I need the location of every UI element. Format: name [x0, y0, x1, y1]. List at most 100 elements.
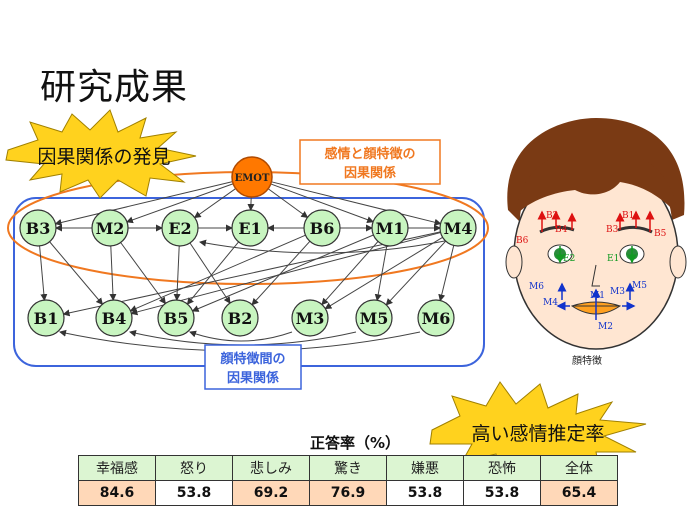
causal-edge [39, 245, 48, 302]
table-value-cell: 53.8 [386, 480, 464, 506]
table-value-cell: 84.6 [78, 480, 156, 506]
causal-edge [267, 188, 309, 218]
table-header-cell: 全体 [540, 455, 618, 481]
node-b4-lower: B4 [95, 299, 133, 337]
svg-text:M4: M4 [543, 298, 558, 308]
causal-edge [49, 241, 104, 306]
face-caption: 顔特徴 [572, 354, 602, 367]
svg-text:E2: E2 [563, 254, 575, 264]
table-header-cell: 嫌悪 [386, 455, 464, 481]
slide-title: 研究成果 [40, 67, 189, 108]
svg-text:B4: B4 [555, 225, 568, 235]
svg-text:B5: B5 [654, 229, 667, 239]
svg-text:因果関係: 因果関係 [227, 370, 279, 386]
node-b3: B3 [19, 209, 57, 247]
emot-node: EMOT [231, 156, 273, 198]
svg-text:B4: B4 [102, 309, 127, 328]
causal-edge [125, 183, 234, 224]
svg-text:高い感情推定率: 高い感情推定率 [471, 423, 604, 445]
causal-edge [54, 181, 233, 226]
causal-edge [321, 241, 379, 306]
svg-text:M4: M4 [444, 219, 473, 238]
table-header-row: 幸福感 怒り 悲しみ 驚き 嫌悪 恐怖 全体 [78, 455, 618, 481]
svg-text:M2: M2 [598, 322, 613, 332]
causal-edge [109, 245, 117, 302]
svg-text:B1: B1 [622, 211, 634, 221]
table-value-cell: 69.2 [232, 480, 310, 506]
node-m3-lower: M3 [291, 299, 329, 337]
svg-text:B3: B3 [26, 219, 51, 238]
svg-text:M6: M6 [422, 309, 451, 328]
face-illustration: B2 B4 B6 B1 B3 B5 E2 E1 M6 M4 M1 M3 M5 M… [505, 118, 687, 350]
node-e1: E1 [231, 209, 269, 247]
table-header-cell: 恐怖 [463, 455, 541, 481]
causal-edge [199, 239, 451, 254]
causal-edge [193, 188, 236, 219]
table-value-cell: 76.9 [309, 480, 387, 506]
table-value-cell: 53.8 [463, 480, 541, 506]
svg-text:B1: B1 [34, 309, 59, 328]
face-face-callout: 顔特徴間の 因果関係 [204, 344, 302, 390]
causal-edge [173, 245, 181, 302]
emotion-face-callout: 感情と顔特徴の 因果関係 [299, 139, 441, 185]
svg-text:E2: E2 [168, 219, 191, 238]
svg-text:M2: M2 [96, 219, 125, 238]
table-header-cell: 怒り [155, 455, 233, 481]
causal-edge [186, 241, 239, 305]
svg-text:顔特徴間の: 顔特徴間の [219, 351, 285, 367]
svg-text:B5: B5 [164, 309, 189, 328]
node-b1-lower: B1 [27, 299, 65, 337]
table-value-cell: 53.8 [155, 480, 233, 506]
svg-text:E1: E1 [238, 219, 261, 238]
causal-edge [251, 240, 311, 306]
svg-text:M6: M6 [529, 282, 544, 292]
causal-edge [129, 234, 306, 312]
causal-edge [438, 245, 455, 302]
causal-edge [374, 245, 388, 302]
svg-text:因果関係の発見: 因果関係の発見 [37, 146, 170, 168]
svg-text:E1: E1 [607, 254, 619, 264]
svg-text:M1: M1 [590, 291, 605, 301]
svg-text:因果関係: 因果関係 [344, 165, 396, 181]
svg-text:感情と顔特徴の: 感情と顔特徴の [324, 146, 415, 162]
causal-edge [247, 196, 255, 212]
discovery-burst: 因果関係の発見 [5, 109, 197, 199]
causal-edge [191, 234, 374, 312]
causal-edge [385, 240, 447, 306]
svg-text:M1: M1 [376, 219, 405, 238]
svg-text:B6: B6 [516, 236, 529, 246]
node-b2-lower: B2 [221, 299, 259, 337]
table-title: 正答率（%） [310, 434, 401, 452]
svg-text:M3: M3 [610, 287, 625, 297]
node-b5-lower: B5 [157, 299, 195, 337]
node-b6: B6 [303, 209, 341, 247]
causal-edge [324, 236, 443, 310]
table-header-cell: 幸福感 [78, 455, 156, 481]
svg-text:B6: B6 [310, 219, 335, 238]
svg-text:M3: M3 [296, 309, 325, 328]
table-value-row: 84.6 53.8 69.2 76.9 53.8 53.8 65.4 [78, 480, 618, 506]
causal-edge [62, 231, 441, 317]
svg-text:B2: B2 [228, 309, 253, 328]
causal-edge [189, 330, 293, 342]
causal-edge [120, 242, 166, 305]
svg-text:M5: M5 [360, 309, 389, 328]
node-m5-lower: M5 [355, 299, 393, 337]
node-e2: E2 [161, 209, 199, 247]
table-value-cell: 65.4 [540, 480, 618, 506]
node-m4: M4 [439, 209, 477, 247]
accuracy-table: 幸福感 怒り 悲しみ 驚き 嫌悪 恐怖 全体 84.6 53.8 69.2 76… [78, 455, 618, 506]
svg-text:EMOT: EMOT [235, 173, 270, 184]
table-header-cell: 驚き [309, 455, 387, 481]
table-header-cell: 悲しみ [232, 455, 310, 481]
causal-edge [271, 181, 442, 226]
causal-edge [189, 242, 231, 304]
node-m1: M1 [371, 209, 409, 247]
svg-text:B3: B3 [606, 225, 619, 235]
node-m6-lower: M6 [417, 299, 455, 337]
node-m2: M2 [91, 209, 129, 247]
svg-text:M5: M5 [632, 281, 647, 291]
svg-text:B2: B2 [546, 211, 558, 221]
